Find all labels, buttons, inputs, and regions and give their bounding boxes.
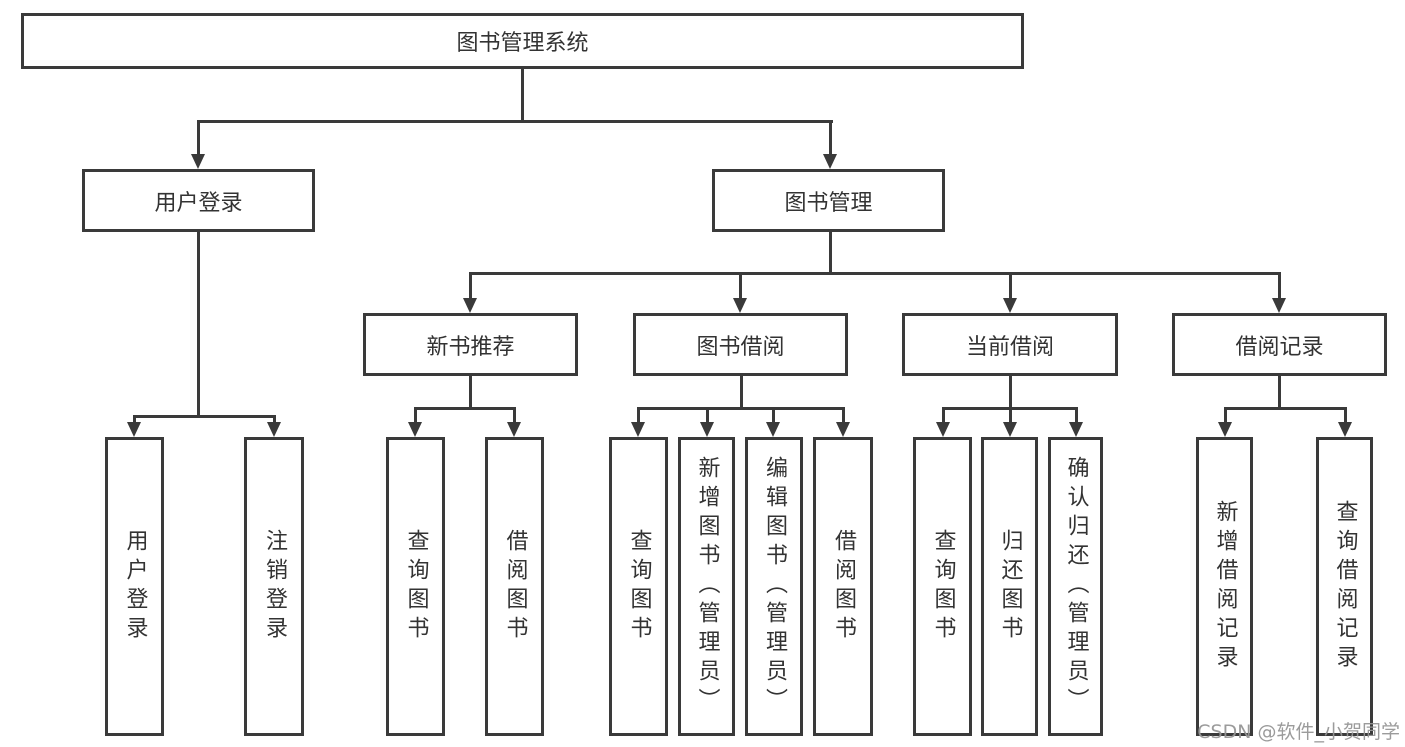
node-label: 查询图书 bbox=[403, 528, 429, 645]
connector-line bbox=[637, 407, 640, 424]
leaf-query-books-borrow: 查询图书 bbox=[609, 437, 668, 736]
node-label: 新增借阅记录 bbox=[1212, 499, 1238, 674]
connector-borrow-stem bbox=[740, 376, 743, 410]
connector-root-stem bbox=[521, 69, 524, 123]
connector-line bbox=[1009, 272, 1012, 300]
connector-borrow-rail bbox=[637, 407, 845, 410]
connector-line bbox=[513, 407, 516, 424]
leaf-query-books-current: 查询图书 bbox=[913, 437, 972, 736]
arrowhead bbox=[1069, 422, 1083, 437]
node-label: 图书管理系统 bbox=[456, 31, 589, 56]
node-label: 图书管理 bbox=[784, 190, 873, 216]
node-label: 注销登录 bbox=[262, 528, 287, 645]
node-book-borrow: 图书借阅 bbox=[633, 313, 848, 376]
connector-line bbox=[942, 407, 945, 424]
connector-line bbox=[829, 120, 832, 155]
connector-current-stem bbox=[1009, 376, 1012, 410]
node-label: 确认归还（管理员） bbox=[1063, 456, 1089, 717]
arrowhead bbox=[766, 422, 780, 437]
arrowhead bbox=[823, 154, 837, 169]
arrowhead bbox=[700, 422, 714, 437]
connector-line bbox=[273, 415, 276, 424]
arrowhead bbox=[463, 298, 477, 313]
node-label: 用户登录 bbox=[154, 190, 243, 216]
leaf-borrow-books: 借阅图书 bbox=[813, 437, 873, 736]
leaf-query-borrow-record: 查询借阅记录 bbox=[1316, 437, 1373, 736]
node-label: 借阅图书 bbox=[502, 528, 528, 645]
arrowhead bbox=[507, 422, 521, 437]
node-new-book-recommend: 新书推荐 bbox=[363, 313, 578, 376]
node-label: 图书借阅 bbox=[696, 334, 785, 360]
node-label: 查询图书 bbox=[930, 528, 956, 645]
connector-recommend-stem bbox=[469, 376, 472, 410]
arrowhead bbox=[408, 422, 422, 437]
node-book-management: 图书管理 bbox=[712, 169, 945, 232]
connector-line bbox=[842, 407, 845, 424]
arrowhead bbox=[836, 422, 850, 437]
connector-user-login-rail bbox=[133, 415, 276, 418]
arrowhead bbox=[1003, 298, 1017, 313]
node-borrow-records: 借阅记录 bbox=[1172, 313, 1387, 376]
node-label: 新书推荐 bbox=[426, 334, 515, 360]
arrowhead bbox=[1218, 422, 1232, 437]
arrowhead bbox=[267, 422, 281, 437]
node-label: 用户登录 bbox=[122, 528, 148, 645]
leaf-edit-books-admin: 编辑图书（管理员） bbox=[745, 437, 803, 736]
connector-root-rail bbox=[197, 120, 833, 123]
node-library-management-system: 图书管理系统 bbox=[21, 13, 1024, 69]
connector-line bbox=[1278, 272, 1281, 300]
arrowhead bbox=[127, 422, 141, 437]
connector-line bbox=[739, 272, 742, 300]
node-label: 当前借阅 bbox=[965, 334, 1054, 360]
node-label: 编辑图书（管理员） bbox=[762, 456, 787, 717]
connector-records-rail bbox=[1224, 407, 1347, 410]
connector-line bbox=[133, 415, 136, 424]
arrowhead bbox=[733, 298, 747, 313]
connector-user-login-stem bbox=[197, 232, 200, 418]
connector-line bbox=[1344, 407, 1347, 424]
connector-book-mgmt-rail bbox=[469, 272, 1281, 275]
arrowhead bbox=[1338, 422, 1352, 437]
watermark: CSDN @软件_小贺同学 bbox=[1197, 721, 1400, 743]
leaf-add-books-admin: 新增图书（管理员） bbox=[678, 437, 735, 736]
leaf-logout: 注销登录 bbox=[244, 437, 304, 736]
arrowhead bbox=[1003, 422, 1017, 437]
connector-line bbox=[1009, 407, 1012, 424]
node-label: 归还图书 bbox=[997, 528, 1023, 645]
leaf-query-books-recommend: 查询图书 bbox=[386, 437, 445, 736]
node-user-login: 用户登录 bbox=[82, 169, 315, 232]
leaf-confirm-return-admin: 确认归还（管理员） bbox=[1048, 437, 1103, 736]
leaf-user-login: 用户登录 bbox=[105, 437, 164, 736]
connector-line bbox=[197, 120, 200, 155]
connector-records-stem bbox=[1278, 376, 1281, 410]
connector-book-mgmt-stem bbox=[829, 232, 832, 275]
node-label: 查询图书 bbox=[626, 528, 652, 645]
connector-line bbox=[1075, 407, 1078, 424]
node-label: 借阅图书 bbox=[831, 528, 856, 645]
arrowhead bbox=[191, 154, 205, 169]
node-label: 查询借阅记录 bbox=[1332, 499, 1358, 674]
leaf-add-borrow-record: 新增借阅记录 bbox=[1196, 437, 1253, 736]
arrowhead bbox=[936, 422, 950, 437]
connector-recommend-rail bbox=[414, 407, 516, 410]
node-label: 新增图书（管理员） bbox=[694, 456, 720, 717]
connector-line bbox=[469, 272, 472, 300]
leaf-borrow-books-recommend: 借阅图书 bbox=[485, 437, 544, 736]
node-label: 借阅记录 bbox=[1235, 334, 1324, 360]
connector-line bbox=[706, 407, 709, 424]
arrowhead bbox=[631, 422, 645, 437]
connector-line bbox=[1224, 407, 1227, 424]
leaf-return-books: 归还图书 bbox=[981, 437, 1038, 736]
node-current-borrow: 当前借阅 bbox=[902, 313, 1118, 376]
connector-line bbox=[772, 407, 775, 424]
connector-line bbox=[414, 407, 417, 424]
arrowhead bbox=[1272, 298, 1286, 313]
